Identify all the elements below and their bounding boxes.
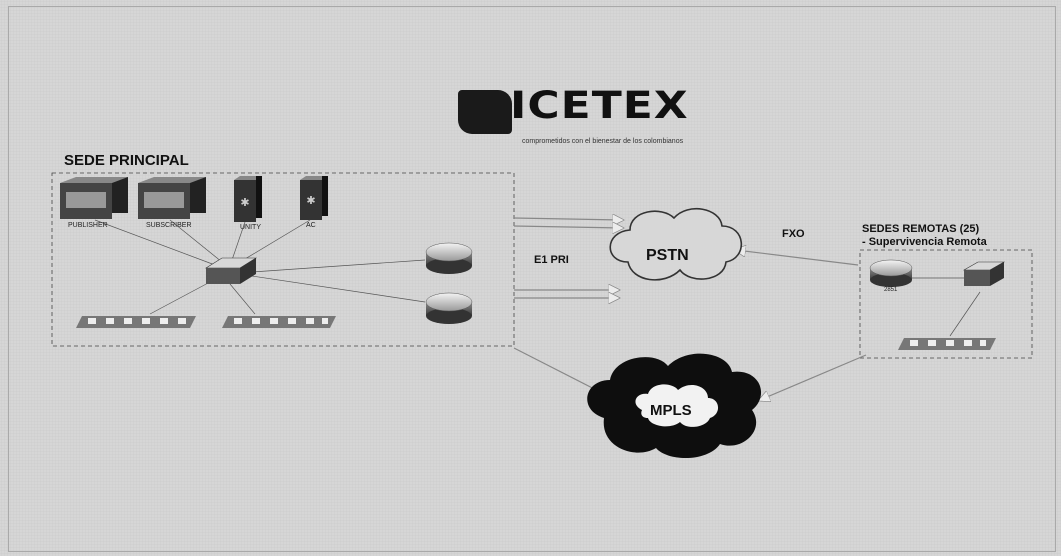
mpls-label: MPLS xyxy=(650,402,692,419)
svg-text:✱: ✱ xyxy=(240,197,249,209)
ip-phones-right xyxy=(222,316,336,328)
unity-label: UNITY xyxy=(240,224,261,231)
remote-router-label: 2851 xyxy=(884,287,898,293)
remote-switch-icon xyxy=(962,261,1006,286)
publisher-server-icon xyxy=(60,177,128,219)
ac-label: AC xyxy=(306,222,316,229)
subscriber-label: SUBSCRIBER xyxy=(146,222,192,229)
logo-wordmark: ICETEX xyxy=(510,84,689,128)
sedes-remotas-subtitle: - Supervivencia Remota xyxy=(862,236,987,248)
sedes-remotas-title: SEDES REMOTAS (25) xyxy=(862,223,980,235)
sedes-remotas-box xyxy=(859,249,1033,359)
icetex-logo: ICETEX comprometidos con el bienestar de… xyxy=(458,82,698,152)
remote-router-icon xyxy=(869,259,913,287)
unity-server-icon: ✱ xyxy=(234,176,262,222)
pstn-label: PSTN xyxy=(646,247,689,264)
ip-phones-left xyxy=(76,316,196,328)
sede-principal-title: SEDE PRINCIPAL xyxy=(64,152,189,169)
core-switch-icon xyxy=(204,257,258,284)
logo-tagline: comprometidos con el bienestar de los co… xyxy=(522,138,684,145)
globe-icon xyxy=(458,90,512,134)
svg-text:✱: ✱ xyxy=(306,195,315,207)
ac-server-icon: ✱ xyxy=(300,176,328,220)
router-lower-icon xyxy=(425,292,473,324)
router-upper-icon xyxy=(425,242,473,274)
publisher-label: PUBLISHER xyxy=(68,222,108,229)
subscriber-server-icon xyxy=(138,177,206,219)
diagram-frame xyxy=(8,6,1056,552)
e1-pri-label: E1 PRI xyxy=(534,254,569,266)
fxo-label: FXO xyxy=(782,228,805,240)
sede-principal-box xyxy=(51,172,515,347)
pstn-cloud xyxy=(609,208,743,281)
remote-ip-phones xyxy=(898,338,996,350)
server-links xyxy=(94,219,426,315)
mpls-cloud xyxy=(587,353,762,459)
